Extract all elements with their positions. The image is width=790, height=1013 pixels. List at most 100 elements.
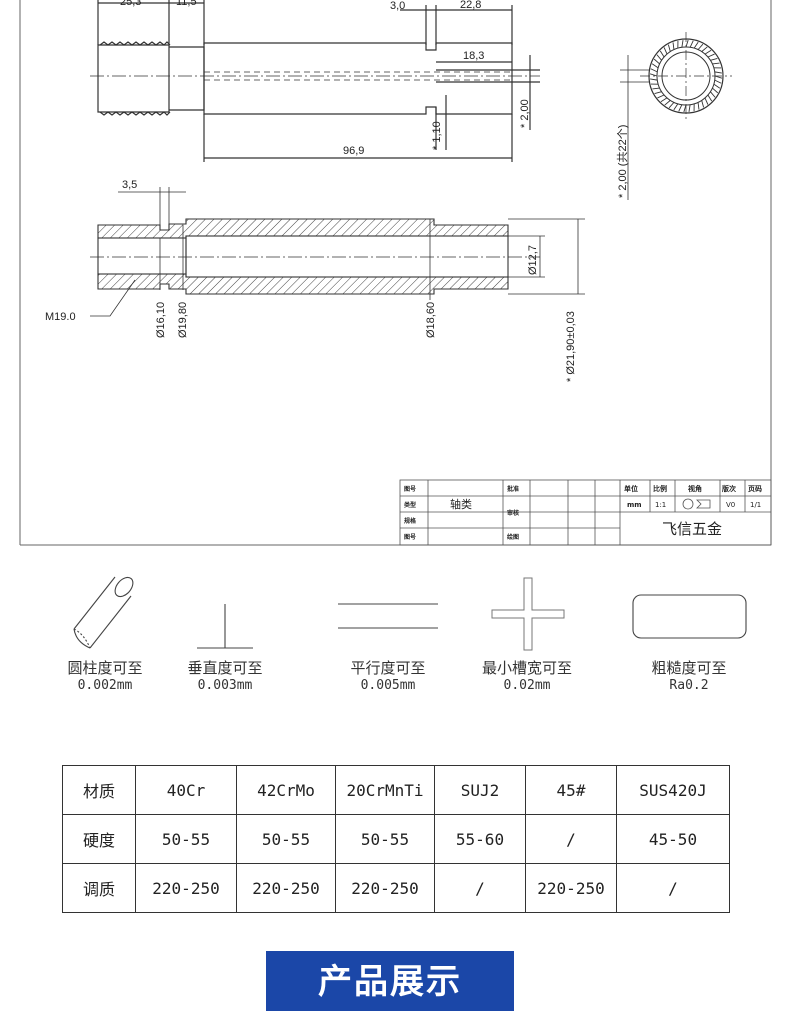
tolerance-label: 最小槽宽可至 bbox=[462, 657, 592, 678]
tolerance-label: 粗糙度可至 bbox=[634, 657, 744, 678]
dim-96-9: 96,9 bbox=[343, 145, 364, 157]
perpendicular-icon bbox=[195, 600, 255, 652]
tolerance-item-perpendicularity: 垂直度可至 0.003mm bbox=[170, 657, 280, 693]
company-name: 飞信五金 bbox=[662, 520, 722, 538]
dim-22-8: 22,8 bbox=[460, 0, 481, 11]
rounded-rect-icon bbox=[632, 594, 748, 640]
dim-3-0: 3,0 bbox=[390, 0, 405, 12]
knurl-tooth bbox=[668, 45, 670, 52]
tolerance-label: 圆柱度可至 bbox=[50, 657, 160, 678]
table-cell: 42CrMo bbox=[237, 766, 336, 815]
tolerance-item-parallelism: 平行度可至 0.005mm bbox=[333, 657, 443, 693]
dim-d19-80: Ø19,80 bbox=[177, 302, 189, 338]
table-cell: 220-250 bbox=[336, 864, 435, 913]
end-view-ring bbox=[620, 32, 732, 200]
knurl-tooth bbox=[715, 72, 722, 73]
knurl-tooth bbox=[660, 51, 664, 57]
dim-d12-7: Ø12,7 bbox=[527, 245, 539, 275]
table-cell: 45-50 bbox=[617, 815, 730, 864]
knurl-tooth bbox=[710, 58, 717, 60]
tolerance-value: 0.005mm bbox=[333, 678, 443, 693]
knurl-tooth bbox=[682, 40, 683, 47]
shaft-section-view bbox=[90, 187, 585, 316]
dim-d16-10: Ø16,10 bbox=[155, 302, 167, 338]
shaft-top-view bbox=[90, 0, 540, 162]
knurl-tooth bbox=[715, 80, 722, 83]
row-header-cell: 调质 bbox=[63, 864, 136, 913]
knurl-tooth bbox=[702, 100, 704, 107]
tolerance-label: 垂直度可至 bbox=[170, 657, 280, 678]
table-cell: SUJ2 bbox=[435, 766, 526, 815]
tb-header-unit: 单位 bbox=[624, 484, 638, 493]
knurl-tooth bbox=[702, 47, 708, 52]
knurl-tooth bbox=[657, 95, 664, 98]
knurl-tooth bbox=[708, 54, 715, 57]
thread-label: M19.0 bbox=[45, 311, 76, 323]
tolerance-value: Ra0.2 bbox=[634, 678, 744, 693]
tolerance-value: 0.003mm bbox=[170, 678, 280, 693]
knurl-tooth bbox=[654, 59, 659, 64]
dim-3-5: 3,5 bbox=[122, 179, 137, 191]
table-cell: 50-55 bbox=[237, 815, 336, 864]
tb-header-version: 版次 bbox=[722, 484, 736, 493]
knurl-tooth bbox=[698, 102, 699, 109]
cylinder-icon bbox=[68, 572, 140, 652]
table-cell: / bbox=[435, 864, 526, 913]
table-cell: 55-60 bbox=[435, 815, 526, 864]
table-cell: 50-55 bbox=[336, 815, 435, 864]
dim-2-00: * 2,00 bbox=[519, 99, 531, 128]
parallel-icon bbox=[338, 600, 440, 632]
tb-value-scale: 1:1 bbox=[655, 501, 666, 509]
tolerance-item-cylindricity: 圆柱度可至 0.002mm bbox=[50, 657, 160, 693]
table-cell: 20CrMnTi bbox=[336, 766, 435, 815]
knurl-tooth bbox=[705, 98, 708, 105]
tb-label-drawing-no-2: 图号 bbox=[404, 533, 416, 541]
dim-18-3: 18,3 bbox=[463, 50, 484, 62]
knurl-tooth bbox=[664, 47, 667, 54]
knurl-tooth bbox=[665, 100, 671, 105]
knurl-tooth bbox=[669, 102, 674, 107]
tb-header-page: 页码 bbox=[748, 485, 762, 493]
table-cell: SUS420J bbox=[617, 766, 730, 815]
row-header-cell: 硬度 bbox=[63, 815, 136, 864]
knurl-tooth bbox=[698, 44, 703, 49]
table-cell: 40Cr bbox=[136, 766, 237, 815]
knurl-tooth bbox=[673, 42, 674, 49]
knurl-tooth bbox=[652, 88, 659, 89]
knurl-tooth bbox=[679, 105, 682, 112]
knurl-tooth bbox=[652, 64, 658, 68]
tb-header-scale: 比例 bbox=[653, 484, 667, 493]
tolerance-value: 0.02mm bbox=[462, 678, 592, 693]
table-cell: 220-250 bbox=[526, 864, 617, 913]
dim-d21-90: * Ø21,90±0,03 bbox=[565, 311, 577, 382]
technical-drawing: 25,3 11,5 3,0 22,8 18,3 96,9 * 1,10 * 2,… bbox=[0, 0, 790, 560]
tolerance-label: 平行度可至 bbox=[333, 657, 443, 678]
tolerance-value: 0.002mm bbox=[50, 678, 160, 693]
tb-header-view: 视角 bbox=[688, 484, 702, 493]
dim-2-00-22: * 2,00 (共22个) bbox=[616, 125, 629, 198]
knurl-tooth bbox=[714, 84, 720, 88]
cross-groove-icon bbox=[490, 576, 566, 652]
table-cell: 220-250 bbox=[237, 864, 336, 913]
tolerance-item-min-groove: 最小槽宽可至 0.02mm bbox=[462, 657, 592, 693]
tb-value-unit: mm bbox=[627, 501, 642, 509]
dim-d18-60: Ø18,60 bbox=[425, 302, 437, 338]
knurl-tooth bbox=[661, 98, 667, 102]
row-header-cell: 材质 bbox=[63, 766, 136, 815]
table-cell: / bbox=[526, 815, 617, 864]
tb-value-page: 1/1 bbox=[750, 501, 761, 509]
knurl-tooth bbox=[712, 63, 719, 64]
table-cell: 50-55 bbox=[136, 815, 237, 864]
tb-label-spec: 规格 bbox=[404, 517, 417, 525]
tb-label-drawing-no: 图号 bbox=[404, 485, 416, 493]
table-cell: 220-250 bbox=[136, 864, 237, 913]
knurl-tooth bbox=[657, 55, 662, 61]
tb-type-value: 轴类 bbox=[450, 497, 472, 511]
tb-label-type: 类型 bbox=[404, 501, 416, 509]
tb-label-approve: 批准 bbox=[507, 485, 519, 493]
dim-25-3: 25,3 bbox=[120, 0, 141, 8]
